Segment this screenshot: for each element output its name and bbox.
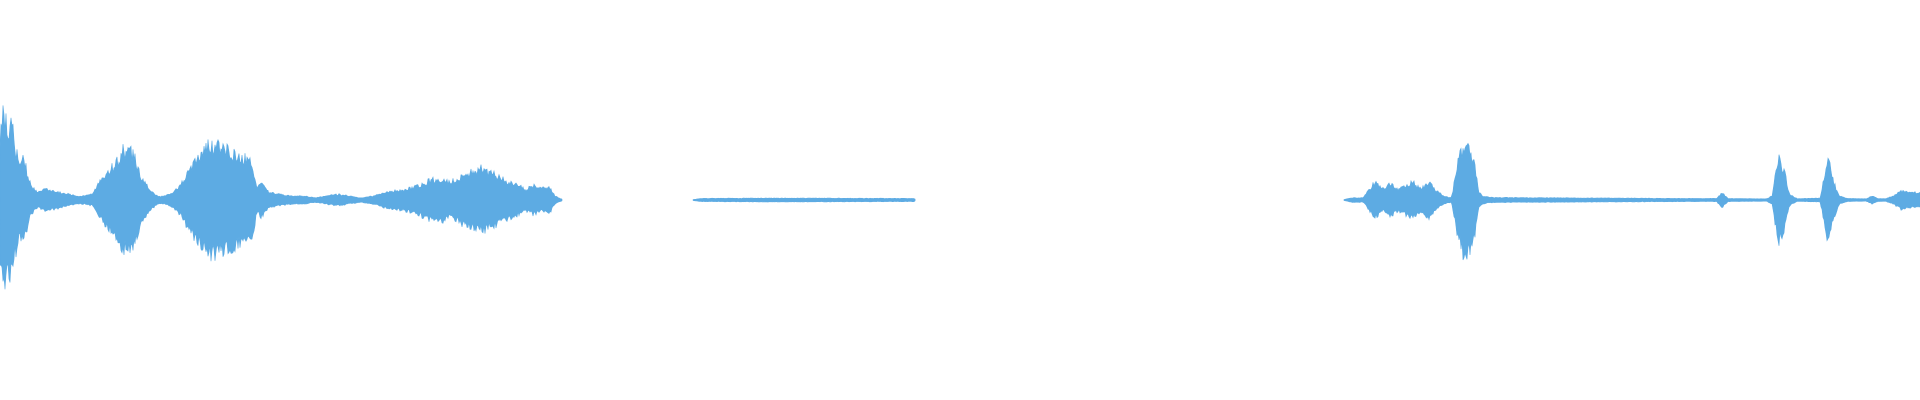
waveform-segment-3 [1343, 142, 1920, 261]
waveform-segment-2 [692, 197, 916, 203]
waveform-segment-1 [0, 105, 563, 290]
